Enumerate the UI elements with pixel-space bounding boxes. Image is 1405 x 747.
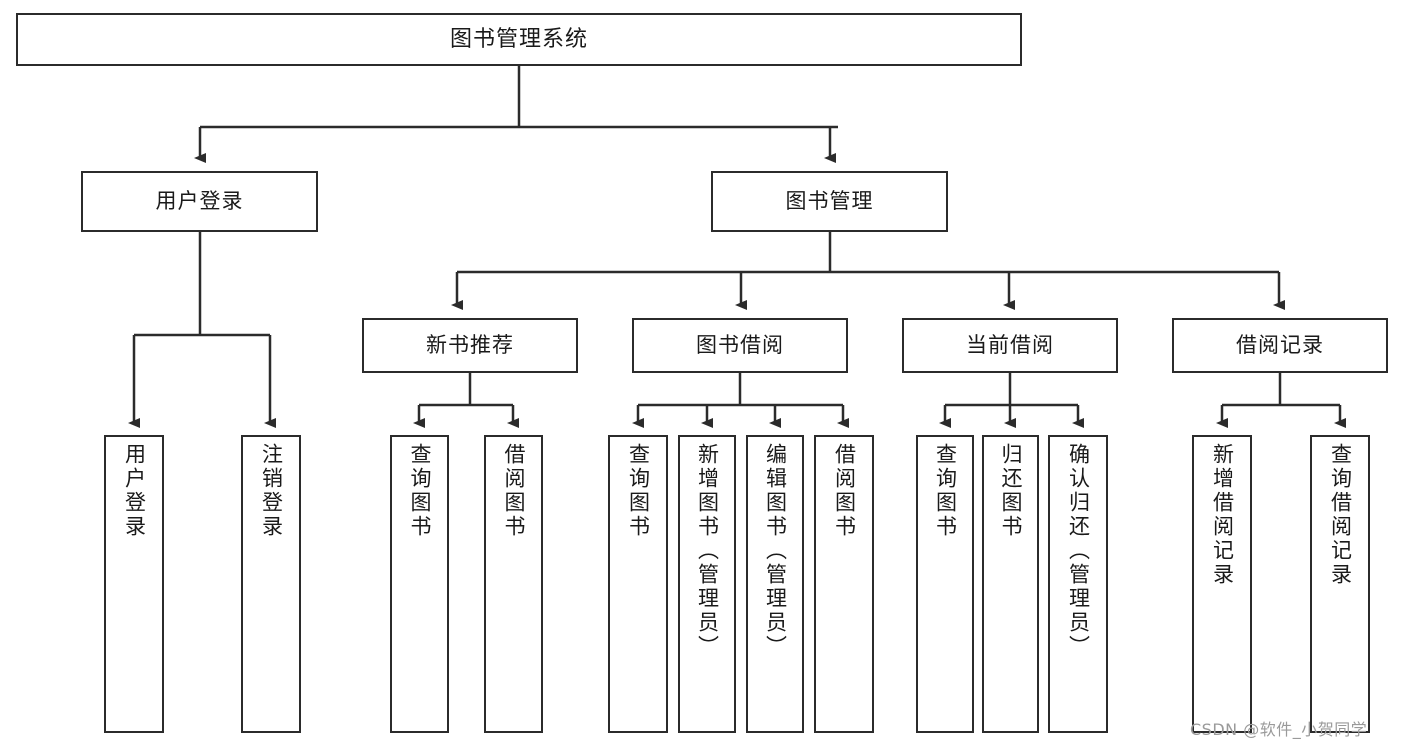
leaf-current-borrow-3-label: 确认归还（管理员） xyxy=(1066,443,1091,659)
node-book-manage-label: 图书管理 xyxy=(785,189,874,214)
node-root[interactable]: 图书管理系统 xyxy=(16,13,1022,66)
node-book-manage[interactable]: 图书管理 xyxy=(711,171,948,232)
leaf-borrow-record-1-label: 新增借阅记录 xyxy=(1210,443,1235,587)
leaf-new-book-rec-2-label: 借阅图书 xyxy=(502,443,526,539)
leaf-current-borrow-1-label: 查询图书 xyxy=(933,443,958,539)
leaf-borrow-record-2[interactable]: 查询借阅记录 xyxy=(1310,435,1370,733)
node-current-borrow-label: 当前借阅 xyxy=(966,333,1054,358)
node-current-borrow[interactable]: 当前借阅 xyxy=(902,318,1118,373)
node-user-login-label: 用户登录 xyxy=(155,189,244,214)
leaf-book-borrow-3-label: 编辑图书（管理员） xyxy=(763,443,788,659)
node-book-borrow-label: 图书借阅 xyxy=(696,333,784,358)
leaf-current-borrow-2[interactable]: 归还图书 xyxy=(982,435,1039,733)
node-borrow-record[interactable]: 借阅记录 xyxy=(1172,318,1388,373)
leaf-user-login-2-label: 注销登录 xyxy=(259,443,284,539)
leaf-book-borrow-3[interactable]: 编辑图书（管理员） xyxy=(746,435,804,733)
leaf-user-login-1-label: 用户登录 xyxy=(122,443,147,539)
leaf-book-borrow-4-label: 借阅图书 xyxy=(832,443,857,539)
leaf-book-borrow-4[interactable]: 借阅图书 xyxy=(814,435,874,733)
node-root-label: 图书管理系统 xyxy=(449,26,588,52)
node-new-book-rec[interactable]: 新书推荐 xyxy=(362,318,578,373)
leaf-new-book-rec-1-label: 查询图书 xyxy=(408,443,432,539)
leaf-user-login-1[interactable]: 用户登录 xyxy=(104,435,164,733)
leaf-current-borrow-2-label: 归还图书 xyxy=(999,443,1023,539)
leaf-book-borrow-1[interactable]: 查询图书 xyxy=(608,435,668,733)
leaf-current-borrow-3[interactable]: 确认归还（管理员） xyxy=(1048,435,1108,733)
leaf-book-borrow-1-label: 查询图书 xyxy=(626,443,651,539)
leaf-borrow-record-2-label: 查询借阅记录 xyxy=(1328,443,1353,587)
leaf-current-borrow-1[interactable]: 查询图书 xyxy=(916,435,974,733)
leaf-borrow-record-1[interactable]: 新增借阅记录 xyxy=(1192,435,1252,733)
node-borrow-record-label: 借阅记录 xyxy=(1236,333,1324,358)
leaf-new-book-rec-2[interactable]: 借阅图书 xyxy=(484,435,543,733)
leaf-new-book-rec-1[interactable]: 查询图书 xyxy=(390,435,449,733)
leaf-book-borrow-2[interactable]: 新增图书（管理员） xyxy=(678,435,736,733)
leaf-book-borrow-2-label: 新增图书（管理员） xyxy=(695,443,720,659)
node-new-book-rec-label: 新书推荐 xyxy=(426,333,514,358)
node-book-borrow[interactable]: 图书借阅 xyxy=(632,318,848,373)
watermark: CSDN @软件_小贺同学 xyxy=(1190,720,1368,739)
node-user-login[interactable]: 用户登录 xyxy=(81,171,318,232)
leaf-user-login-2[interactable]: 注销登录 xyxy=(241,435,301,733)
